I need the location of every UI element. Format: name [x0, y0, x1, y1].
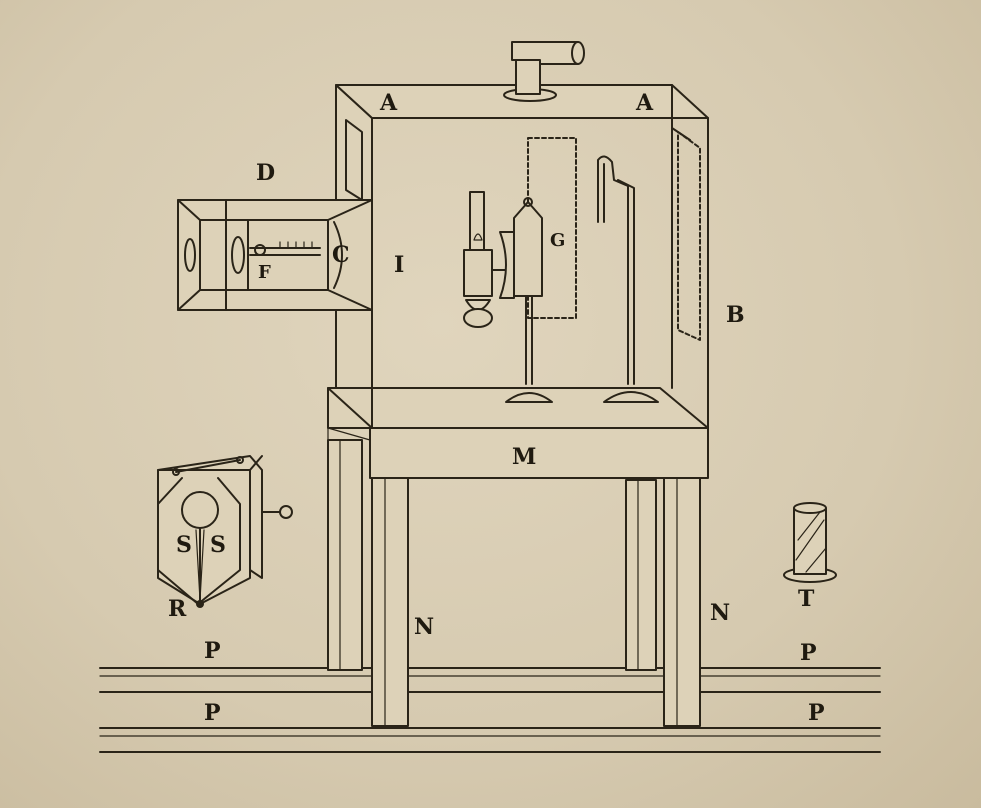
lantern-box-D	[177, 199, 373, 311]
cylinder-G	[505, 137, 577, 403]
inset-T-cylinder	[783, 502, 837, 583]
label-N-right: N	[710, 600, 730, 626]
label-B: B	[726, 302, 745, 328]
label-S-right: S	[210, 532, 226, 558]
label-R: R	[168, 596, 187, 622]
chimney	[503, 41, 585, 102]
label-I: I	[394, 252, 404, 278]
label-A-right: A	[635, 90, 654, 116]
label-C: C	[332, 242, 350, 268]
label-P-right-bottom: P	[808, 700, 825, 726]
inset-SS-device	[157, 455, 293, 608]
label-P-right-top: P	[800, 640, 817, 666]
label-D: D	[256, 160, 275, 186]
diagram-labels: A A B C D F G I M N N P P P P R S S T	[168, 90, 825, 726]
label-A-left: A	[379, 90, 398, 116]
label-P-left-bottom: P	[204, 700, 221, 726]
label-N-left: N	[414, 614, 434, 640]
table-front-legs	[371, 477, 701, 727]
label-M: M	[512, 444, 536, 470]
label-T: T	[798, 586, 815, 612]
label-P-left-top: P	[204, 638, 221, 664]
table-back-legs	[327, 439, 657, 671]
lamp	[463, 191, 515, 328]
label-F: F	[258, 262, 271, 283]
floor-rails	[99, 667, 881, 753]
bent-rod-stand	[597, 155, 659, 403]
label-G: G	[550, 230, 565, 251]
label-S-left: S	[176, 532, 192, 558]
